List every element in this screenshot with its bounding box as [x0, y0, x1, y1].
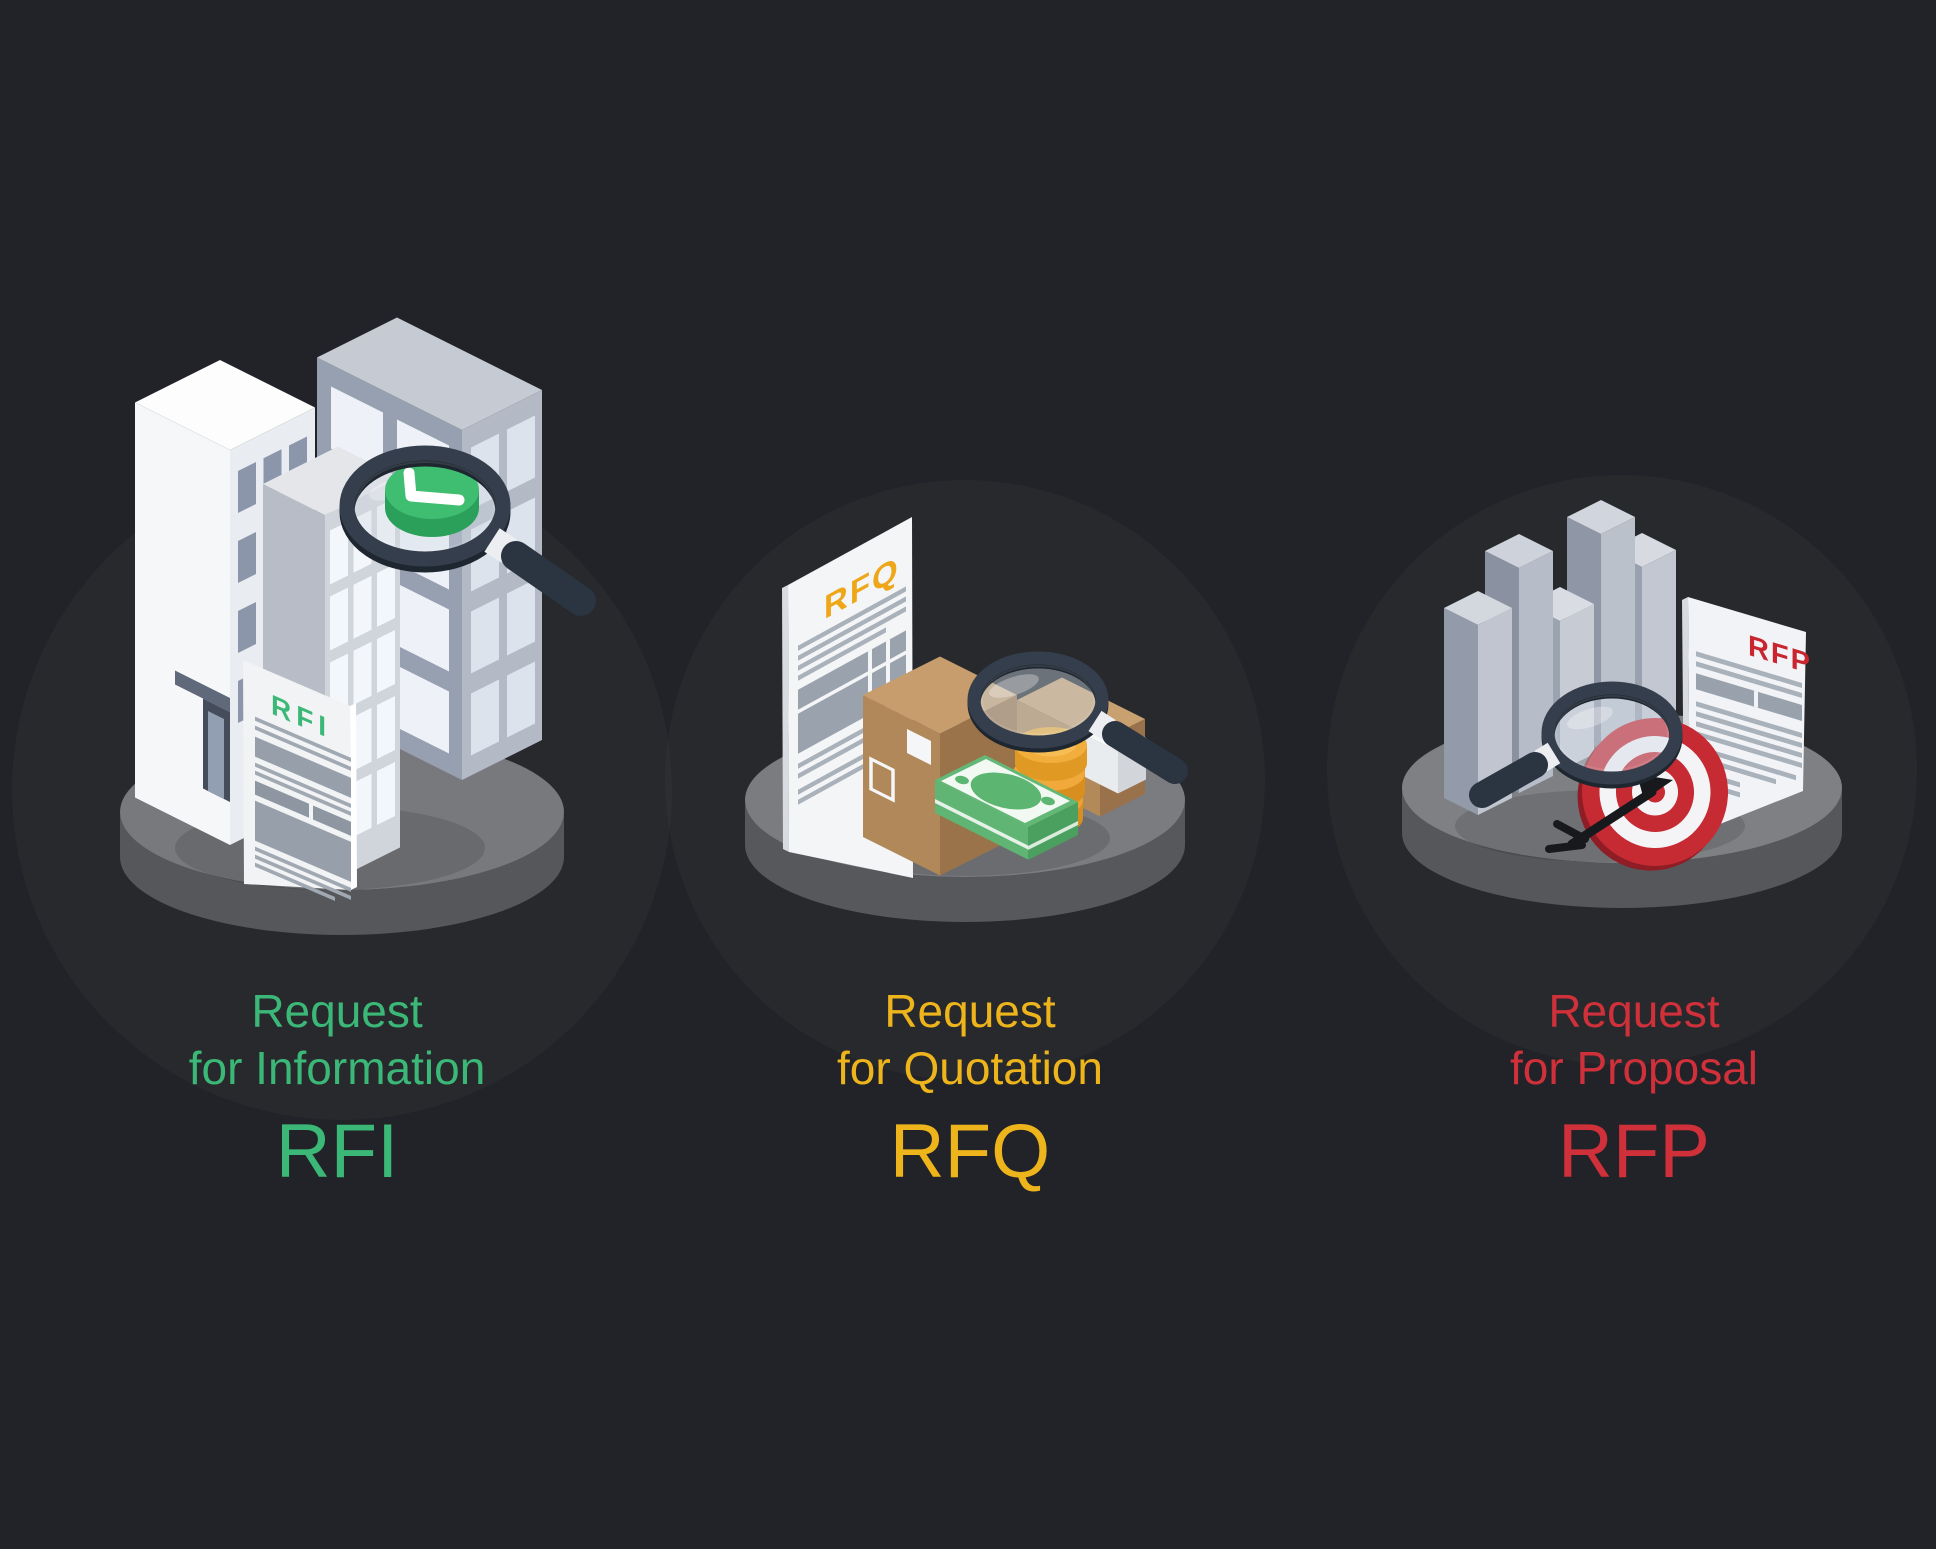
rfq-illustration: RFQ: [745, 517, 1188, 922]
clock-check-icon: [385, 461, 479, 537]
rfi-caption: Request for Information RFI: [37, 983, 637, 1195]
magnifier-check-icon: [339, 445, 596, 616]
rfp-caption-line1: Request: [1548, 985, 1720, 1037]
rfi-illustration: RFI: [120, 317, 596, 935]
rfq-caption-line2: for Quotation: [837, 1042, 1103, 1094]
rfp-abbr: RFP: [1558, 1109, 1710, 1194]
rfi-caption-line2: for Information: [188, 1042, 486, 1094]
magnifier-icon: [967, 651, 1188, 784]
rfp-illustration: RFP: [1402, 500, 1842, 908]
rfp-caption: Request for Proposal RFP: [1334, 983, 1934, 1195]
rfi-document-icon: RFI: [243, 660, 357, 901]
rfi-caption-line1: Request: [251, 985, 423, 1037]
rfq-caption-line1: Request: [884, 985, 1056, 1037]
rfi-abbr: RFI: [275, 1109, 399, 1194]
rfq-abbr: RFQ: [889, 1109, 1051, 1194]
cash-money-icon: [935, 755, 1078, 860]
rfp-caption-line2: for Proposal: [1509, 1042, 1758, 1094]
rfq-caption: Request for Quotation RFQ: [670, 983, 1270, 1195]
magnifier-icon: [1469, 681, 1683, 808]
